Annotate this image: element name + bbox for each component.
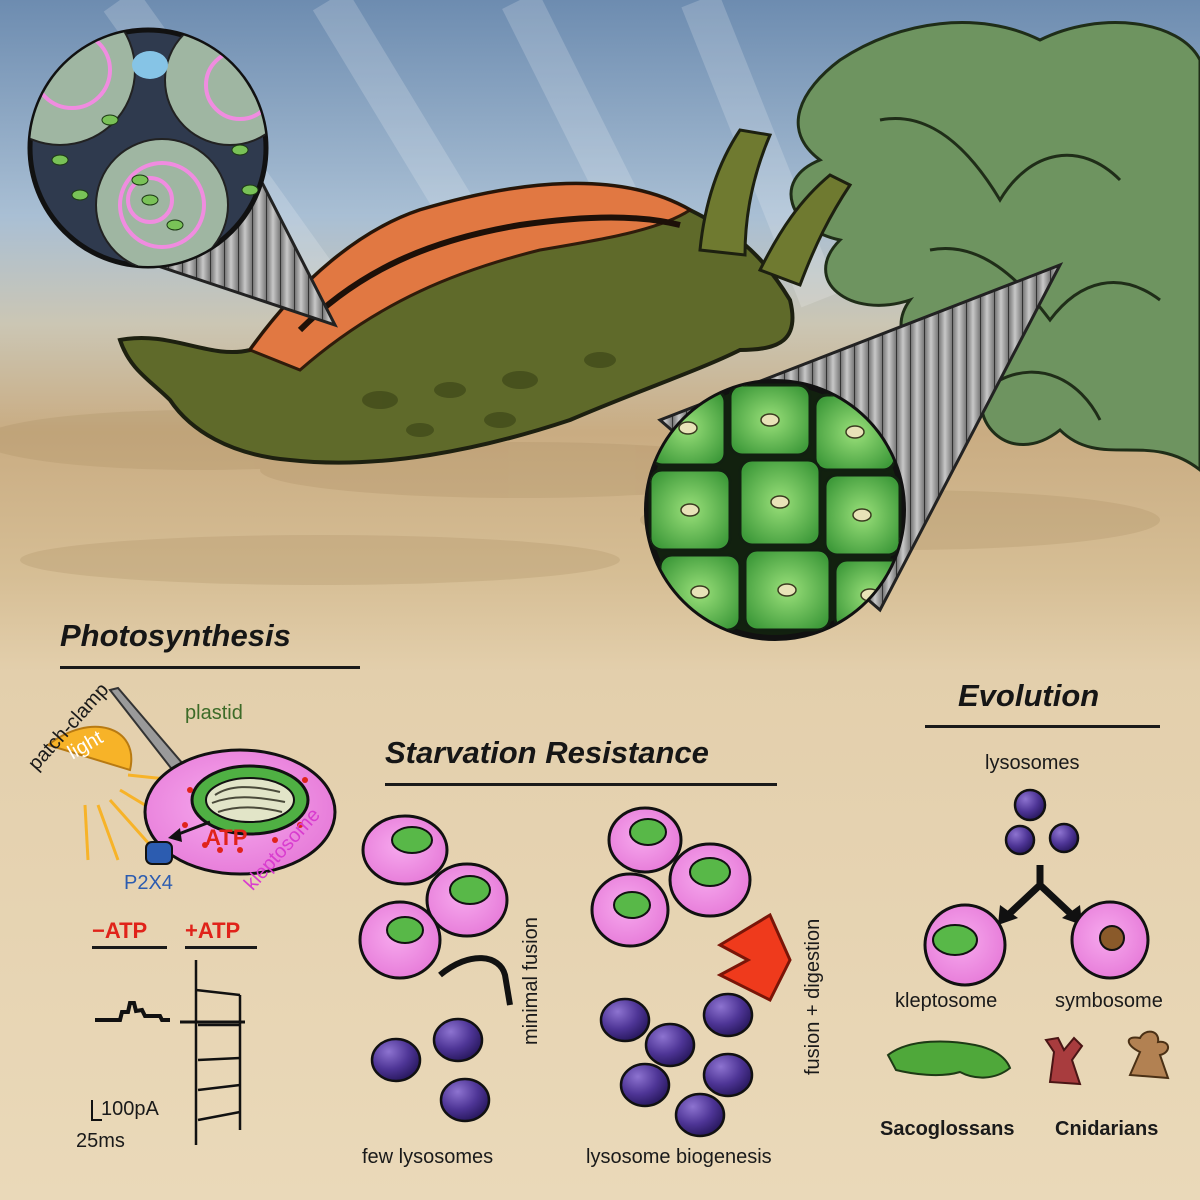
sun-icon [45,725,133,772]
kleptosome-magnifier [27,27,269,269]
algal-cells-magnifier [644,379,906,641]
scale-time-label: 25ms [76,1130,125,1152]
evolution-title: Evolution [958,678,1100,713]
starvation-panel [358,806,792,1138]
starvation-title: Starvation Resistance [385,735,709,770]
minimal-fusion-arrow-icon [438,955,513,1006]
sacoglossans-label: Sacoglossans [880,1118,1015,1140]
evolution-rule [925,725,1160,728]
photosynthesis-panel [45,686,337,1145]
kleptosome-evolution-label: kleptosome [895,990,998,1012]
starvation-rule [385,783,777,786]
photosynthesis-title: Photosynthesis [60,618,291,653]
cnidarians-label: Cnidarians [1055,1118,1159,1140]
lysosomes-label: lysosomes [985,752,1080,774]
sea-slug [117,128,853,465]
evolution-panel [886,788,1170,1086]
sacoglossan-icon [886,1040,1012,1079]
coral-icon [1044,1036,1084,1086]
minus-atp-label: −ATP [92,918,148,943]
lysosome-biogenesis-label: lysosome biogenesis [586,1146,772,1168]
p2x4-channel-icon [145,841,173,865]
p2x4-label: P2X4 [124,872,173,894]
scale-current-label: 100pA [101,1098,159,1120]
minus-atp-rule [92,946,167,949]
minimal-fusion-label: minimal fusion [520,917,542,1045]
anemone-icon [1127,1030,1170,1080]
plus-atp-label: +ATP [185,918,241,943]
atp-label: ATP [205,825,248,850]
scale-bar [91,1100,102,1121]
plus-atp-rule [185,946,257,949]
fusion-digestion-label: fusion + digestion [802,918,824,1075]
few-lysosomes-label: few lysosomes [362,1146,494,1168]
fusion-arrow-icon [716,912,792,1003]
plastid-label: plastid [185,702,243,724]
photosynthesis-rule [60,666,360,669]
symbosome-label: symbosome [1055,990,1163,1012]
